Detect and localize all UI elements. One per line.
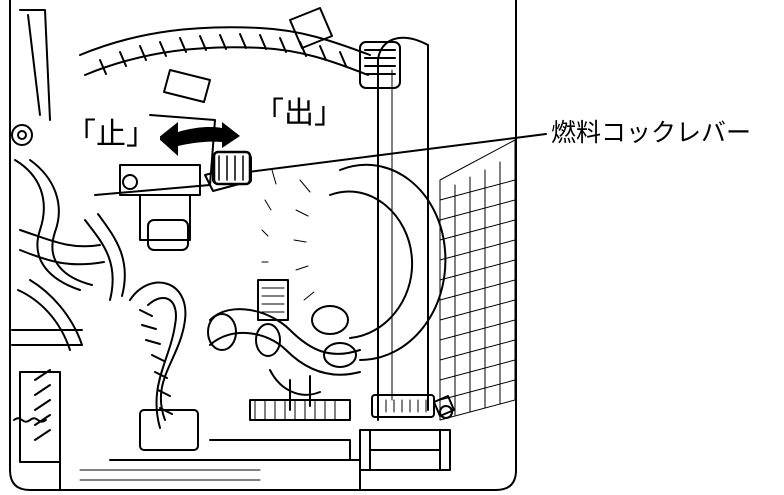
direction-arrow-icon [158, 122, 240, 156]
wiring-harness-left [11, 9, 105, 463]
fuel-cock-lever [212, 150, 252, 186]
fuel-lines [207, 279, 361, 421]
hose-loop [84, 213, 199, 451]
fuel-cock-lever-label: 燃料コックレバー [549, 118, 754, 147]
stop-position-label: 「止」 [62, 118, 160, 152]
leader-line [247, 133, 547, 173]
wiring-harness-top [79, 7, 401, 103]
illustration-frame [9, 0, 517, 491]
engine-block-bottom [59, 439, 361, 491]
fan-housing [261, 163, 447, 361]
radiator-core [439, 139, 516, 421]
vertical-pipe [359, 36, 455, 471]
open-position-label: 「出」 [250, 97, 348, 131]
